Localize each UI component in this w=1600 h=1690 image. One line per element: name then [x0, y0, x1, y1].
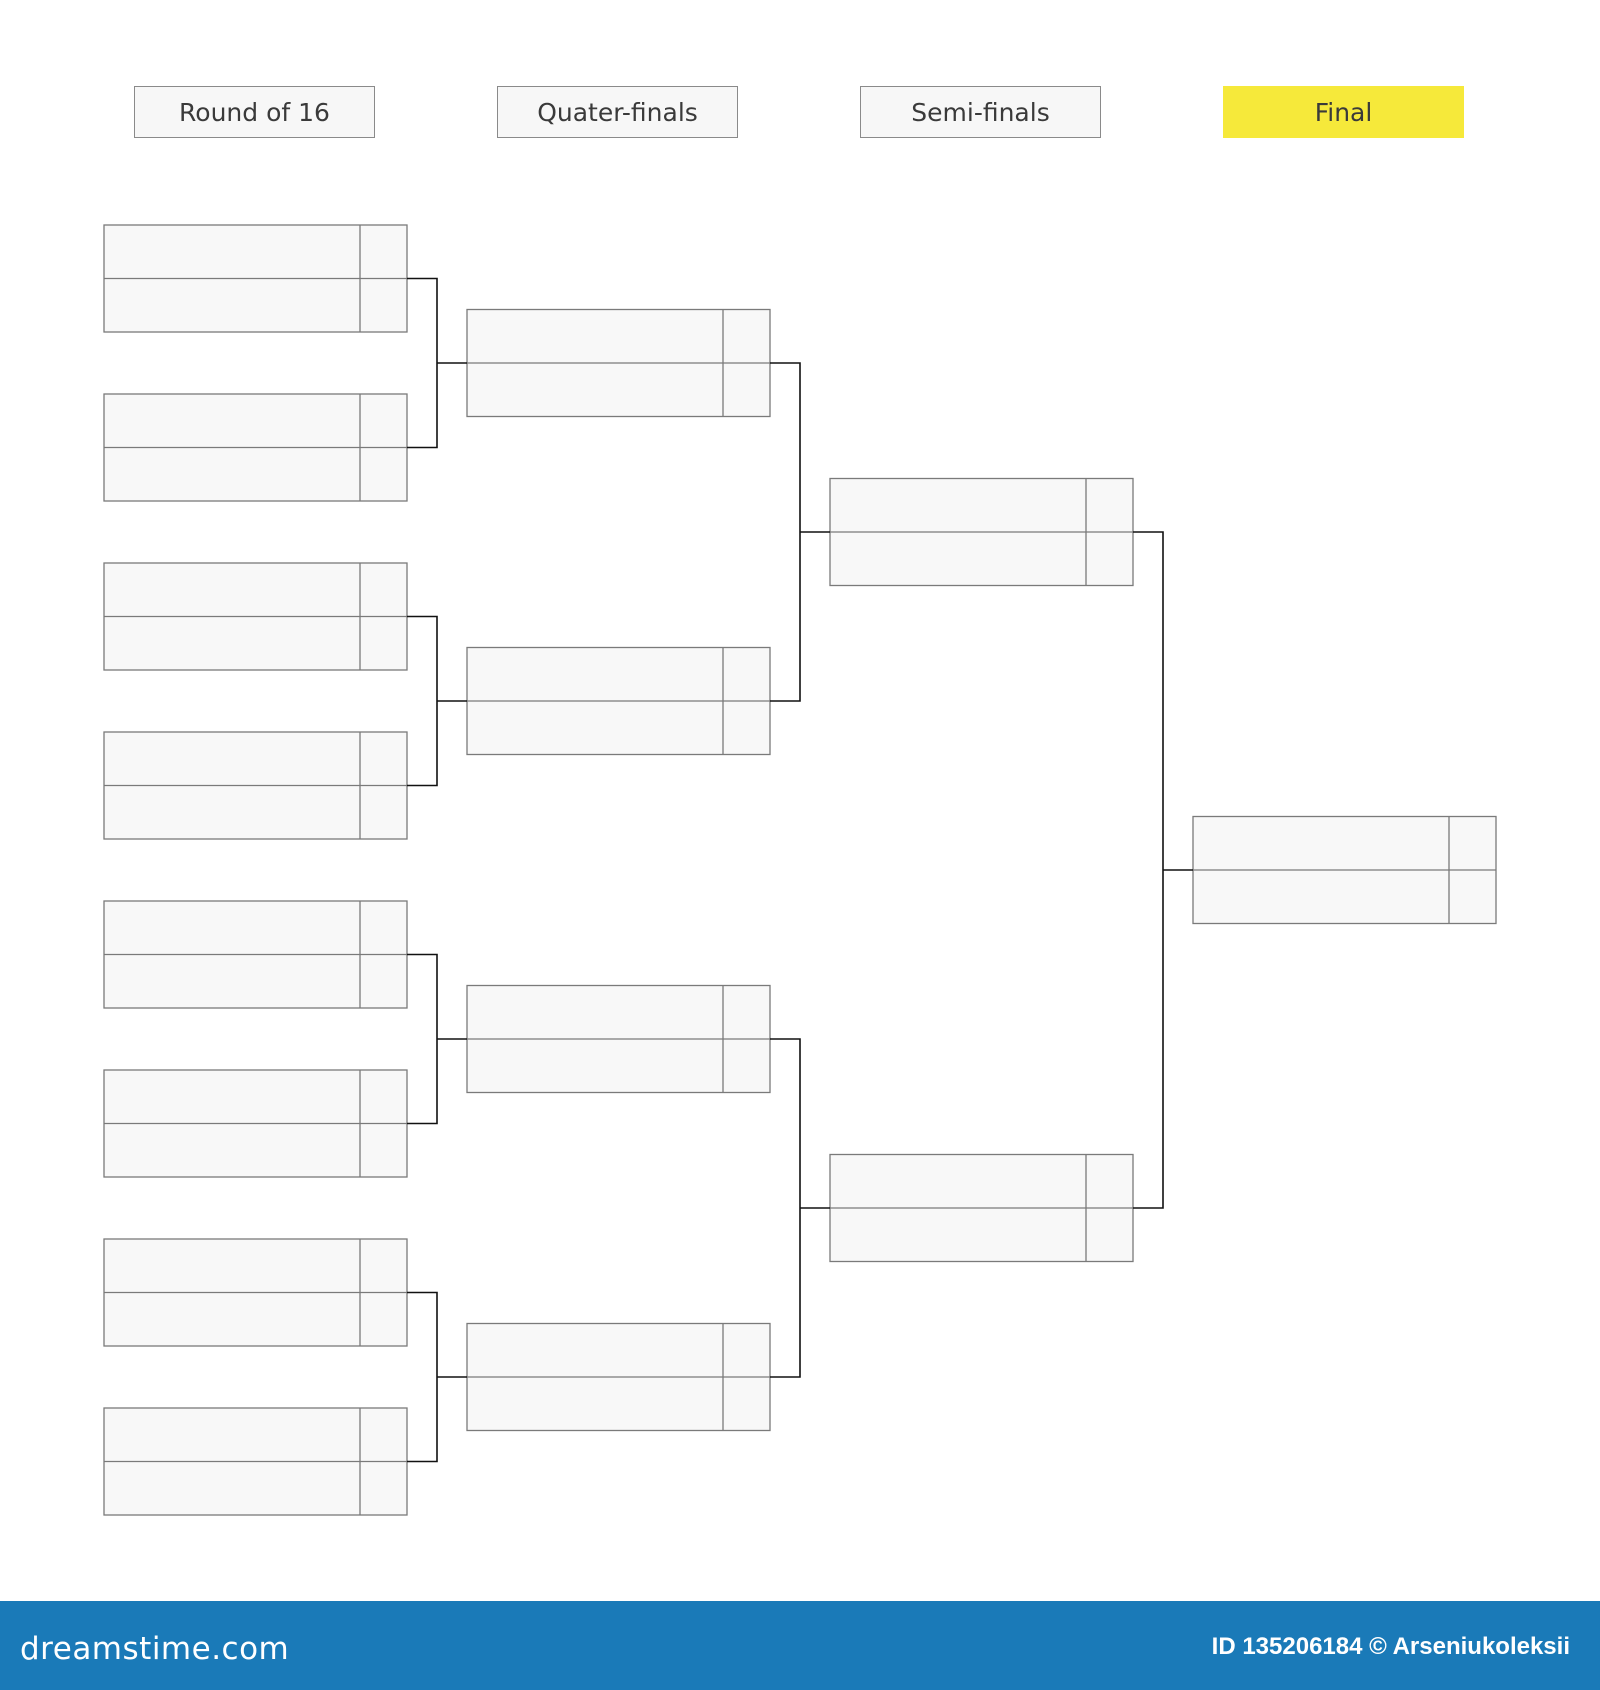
bracket-connector-r1-4	[407, 1291, 467, 1463]
bracket-connector-r2-2	[770, 1038, 830, 1378]
round-header-semi-finals: Semi-finals	[860, 86, 1101, 138]
bracket-connector-r3-1	[1133, 531, 1193, 1209]
bracket-connector-r1-2	[407, 615, 467, 787]
bracket-connector-r2-1	[770, 362, 830, 702]
round-header-quarter-finals: Quater-finals	[497, 86, 738, 138]
bracket-connector-r1-1	[407, 277, 467, 449]
footer-bar: dreamstime.com ID 135206184 © Arseniukol…	[0, 1601, 1600, 1690]
footer-image-credit: ID 135206184 © Arseniukoleksii	[1211, 1633, 1570, 1660]
round-header-round-of-16: Round of 16	[134, 86, 375, 138]
bracket-connector-r1-3	[407, 953, 467, 1125]
tournament-bracket	[103, 224, 1497, 1516]
round-header-final: Final	[1223, 86, 1464, 138]
footer-brand-logo[interactable]: dreamstime.com	[20, 1631, 290, 1667]
